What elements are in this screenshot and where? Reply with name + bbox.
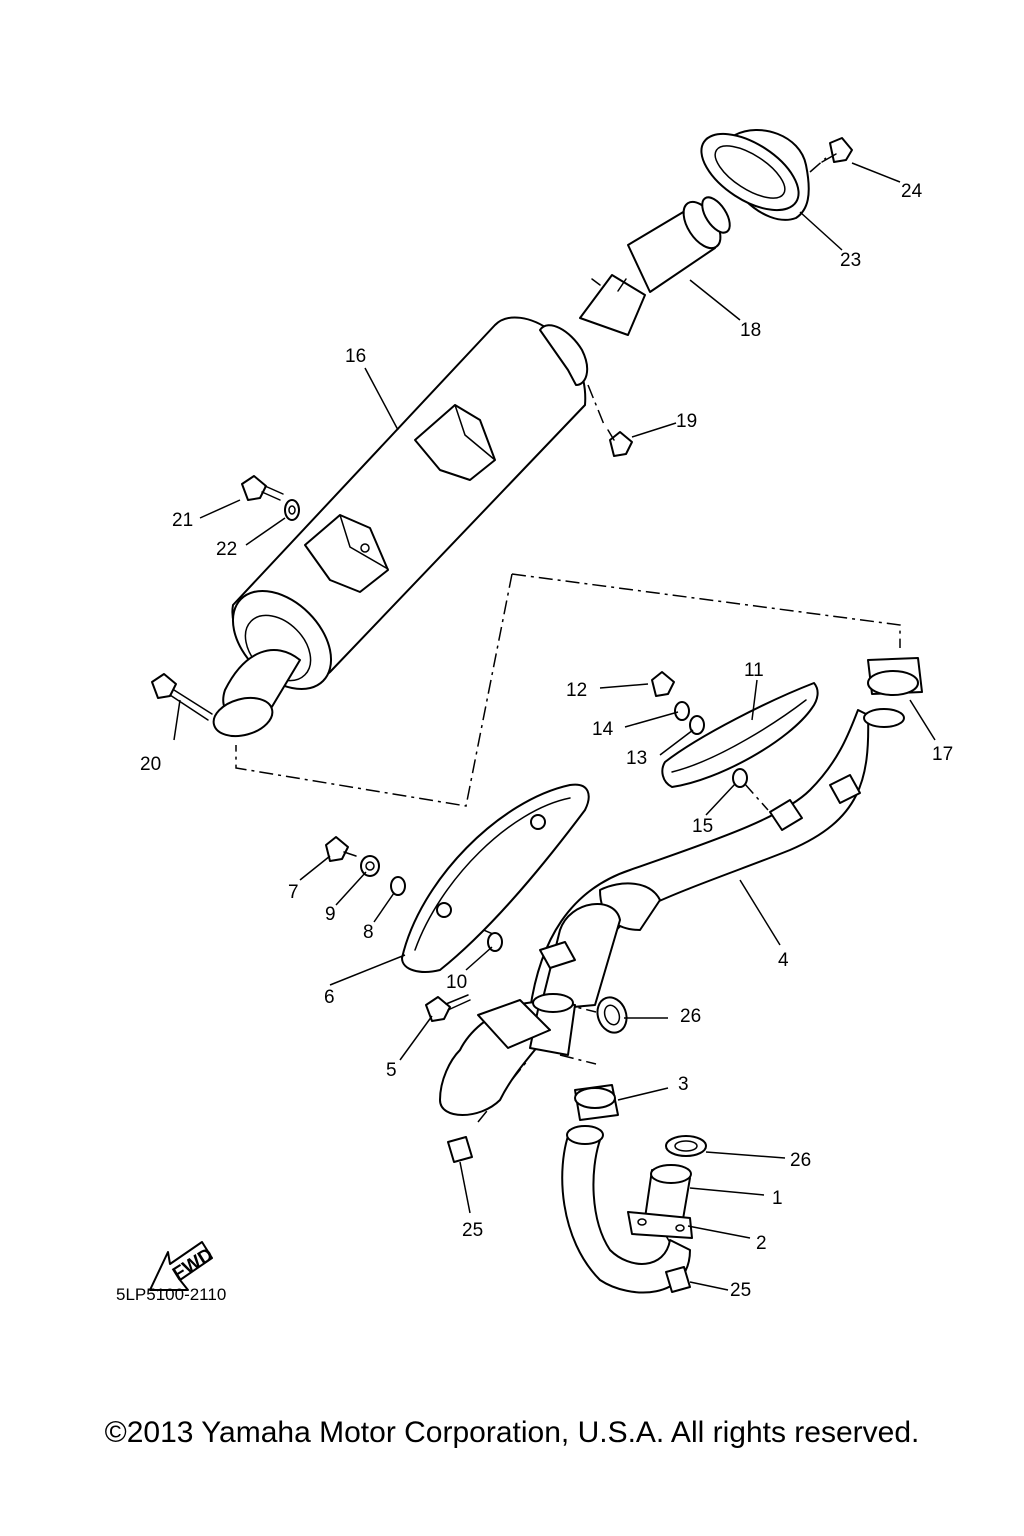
part-26-gasket-lower [665, 1135, 707, 1157]
part-6-heat-protector [401, 783, 590, 973]
part-5-bolt [425, 994, 471, 1022]
callout-26-lower: 26 [790, 1150, 811, 1171]
callout-11: 11 [744, 660, 764, 681]
callout-26-upper: 26 [680, 1006, 701, 1027]
part-26-gasket-upper [596, 996, 628, 1034]
callout-12: 12 [566, 680, 587, 701]
callout-6: 6 [324, 987, 335, 1008]
callout-10: 10 [446, 972, 467, 993]
callout-1: 1 [772, 1188, 783, 1209]
callout-17: 17 [932, 744, 953, 765]
part-16-muffler [212, 316, 589, 738]
callout-9: 9 [325, 904, 336, 925]
part-3-gasket [574, 1084, 619, 1121]
callout-25-lower: 25 [730, 1280, 751, 1301]
callout-24: 24 [901, 181, 923, 202]
part-14-washer [674, 701, 690, 721]
part-23-end-cap [700, 128, 810, 221]
part-17-gasket [867, 657, 923, 696]
callout-3: 3 [678, 1074, 689, 1095]
callout-15: 15 [692, 816, 713, 837]
callout-19: 19 [676, 411, 697, 432]
callout-22: 22 [216, 539, 237, 560]
callout-7: 7 [288, 882, 299, 903]
part-8-washer [390, 876, 406, 896]
part-19-bolt [607, 429, 633, 457]
part-24-bolt [821, 137, 853, 163]
part-11-protector [661, 682, 819, 788]
callout-8: 8 [363, 922, 374, 943]
part-4-exhaust-pipe [439, 708, 905, 1116]
callout-21: 21 [172, 510, 193, 531]
callout-4: 4 [778, 950, 789, 971]
part-2-flange [627, 1211, 693, 1239]
part-7-bolt [325, 836, 357, 862]
diagram-code: 5LP5100-2110 [116, 1285, 226, 1304]
callout-2: 2 [756, 1233, 767, 1254]
callout-20: 20 [140, 754, 161, 775]
part-15-washer [732, 768, 748, 788]
part-20-bolt [151, 673, 213, 721]
callout-13: 13 [626, 748, 647, 769]
callout-25-upper: 25 [462, 1220, 483, 1241]
callout-leader-lines [173, 162, 936, 1291]
part-13-washer [689, 715, 705, 735]
forward-arrow-icon: FWD [149, 1241, 217, 1291]
part-25-nut-upper [447, 1136, 473, 1163]
callout-18: 18 [740, 320, 761, 341]
part-12-bolt [651, 671, 675, 697]
callout-23: 23 [840, 250, 861, 271]
callout-14: 14 [592, 719, 614, 740]
callout-numbers: 24 23 18 16 19 21 22 20 11 12 14 13 17 1… [140, 181, 953, 1301]
copyright-notice: ©2013 Yamaha Motor Corporation, U.S.A. A… [104, 1416, 920, 1449]
part-25-nut-lower [665, 1266, 691, 1293]
part-9-washer [360, 855, 380, 877]
callout-16: 16 [345, 346, 366, 367]
part-21-bolt [241, 475, 284, 501]
part-18-tail-pipe [579, 196, 731, 336]
part-22-washer [284, 499, 300, 521]
part-1-header-pipe [561, 1125, 692, 1294]
callout-5: 5 [386, 1060, 397, 1081]
